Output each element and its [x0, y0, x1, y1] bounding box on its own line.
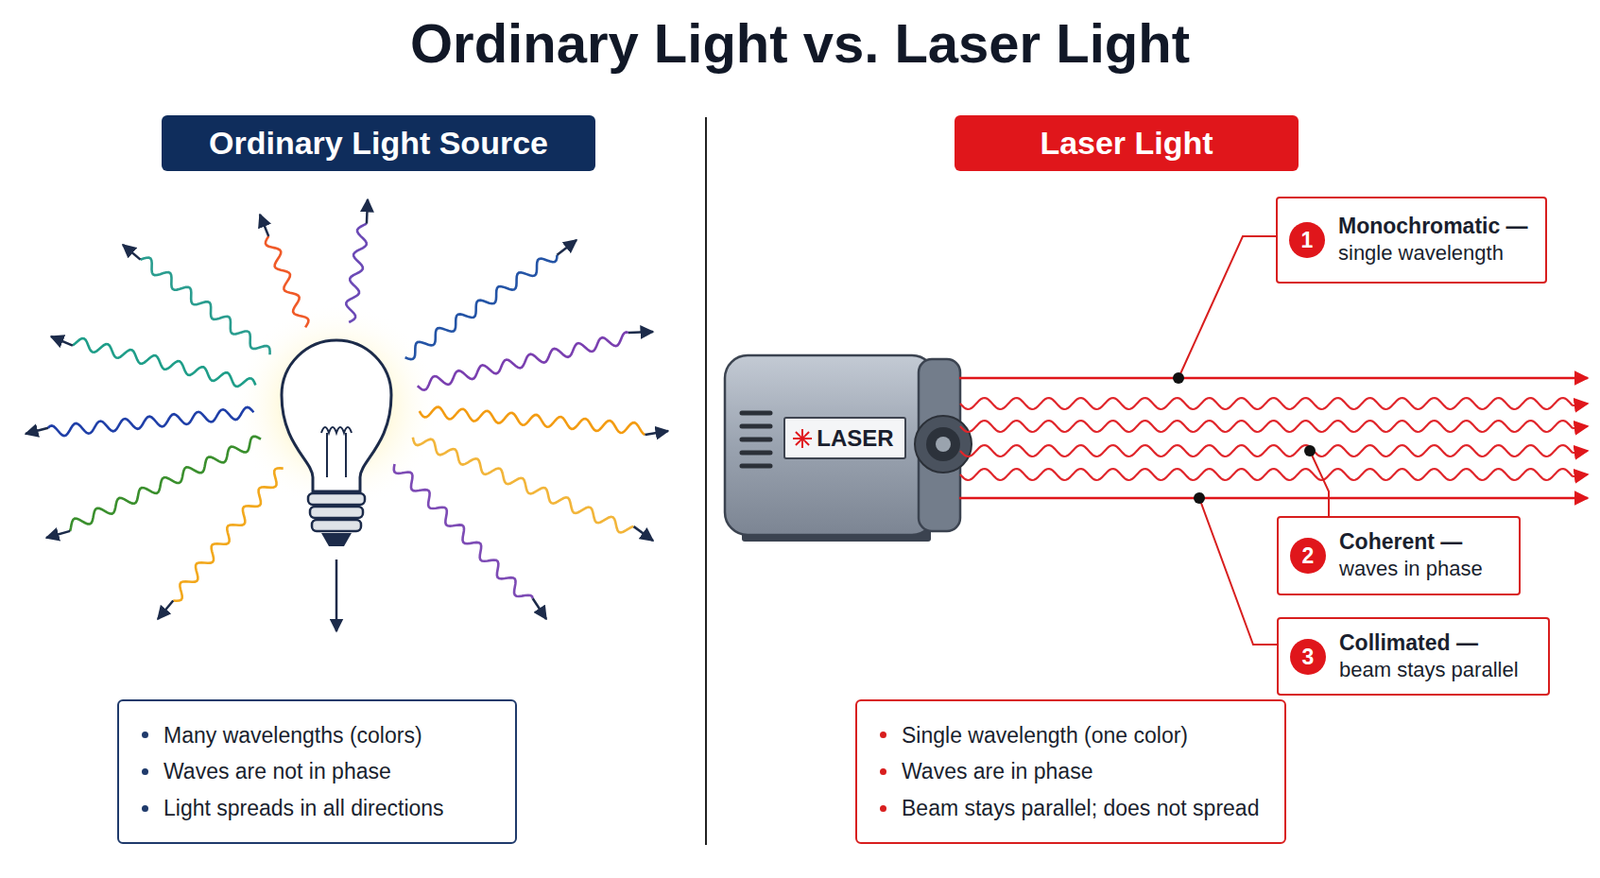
label-text: Ordinary Light Source [208, 124, 549, 162]
bullet-item: Many wavelengths (colors) [141, 717, 493, 755]
page-title: Ordinary Light vs. Laser Light [0, 11, 1600, 75]
ray-wave [345, 223, 367, 323]
ray-wave [394, 464, 534, 599]
laser-device [724, 355, 972, 542]
label-text: waves in phase [1339, 555, 1504, 584]
light-rays [25, 199, 669, 620]
label-text: Collimated — [1339, 629, 1533, 657]
callout-number-text: 1 [1301, 226, 1314, 255]
ray-arrow [122, 244, 141, 260]
callout-number: 1 [1289, 222, 1325, 259]
label-text: Laser Light [1039, 124, 1213, 162]
beam-wave [960, 397, 1573, 410]
beam-edge [959, 497, 1588, 500]
callout-box: Monochromatic —single wavelength 1 [1275, 196, 1548, 284]
light-bulb [232, 302, 441, 547]
laser-waves [960, 397, 1588, 481]
ray-wave [419, 407, 646, 435]
ray-arrow [259, 214, 269, 237]
bullet-item: Waves are not in phase [141, 753, 493, 791]
bullet-item: Beam stays parallel; does not spread [879, 790, 1262, 827]
ray-arrow [366, 199, 368, 224]
ray-wave [140, 258, 271, 356]
bullet-dot [141, 805, 149, 812]
ray-arrow [157, 600, 173, 620]
bullet-dot [879, 805, 887, 812]
ray-arrow [533, 598, 547, 620]
summary-box: Many wavelengths (colors)Waves are not i… [117, 699, 517, 844]
label-text: beam stays parallel [1339, 656, 1533, 685]
bullet-text: Waves are not in phase [163, 753, 392, 791]
label-text: LASER [816, 425, 894, 452]
beam-arrow [1572, 474, 1588, 477]
ray-wave [69, 436, 261, 532]
callout-box: Coherent —waves in phase 2 [1276, 516, 1521, 596]
ray-wave [72, 338, 257, 387]
callout-number-text: 2 [1302, 542, 1315, 570]
bullet-text: Single wavelength (one color) [901, 717, 1188, 755]
callout-box: Collimated —beam stays parallel 3 [1276, 617, 1550, 696]
label-text: Coherent — [1339, 528, 1504, 556]
leader-dots [1172, 372, 1316, 504]
ray-wave [405, 255, 558, 360]
label-text: single wavelength [1338, 240, 1531, 268]
beam-wave [960, 420, 1573, 432]
bullet-dot [879, 731, 887, 739]
beam-edge [959, 377, 1588, 380]
callout-number: 2 [1290, 537, 1326, 574]
beam-arrow [1572, 426, 1588, 429]
beam-arrow [1572, 403, 1588, 406]
label-text: Monochromatic — [1338, 212, 1531, 241]
ray-arrow [51, 336, 73, 346]
ray-wave [265, 236, 309, 327]
ray-arrow [634, 526, 654, 541]
bullet-item: Light spreads in all directions [141, 790, 493, 827]
ray-wave [172, 467, 283, 601]
bullet-item: Single wavelength (one color) [879, 717, 1262, 755]
ray-arrow [46, 531, 70, 538]
bullet-text: Beam stays parallel; does not spread [901, 790, 1259, 827]
callout-number: 3 [1290, 638, 1326, 675]
laser-symbol [791, 428, 813, 449]
section-header: Laser Light [954, 115, 1299, 172]
ray-arrow [556, 240, 577, 256]
device-label: LASER [783, 416, 907, 460]
beam-wave [960, 468, 1573, 481]
ray-wave [48, 407, 254, 436]
callout-number-text: 3 [1302, 643, 1315, 671]
ray-arrow [644, 430, 669, 435]
beam-arrow [1572, 450, 1588, 453]
bullet-dot [141, 768, 149, 775]
bullet-text: Waves are in phase [901, 753, 1093, 791]
summary-box: Single wavelength (one color)Waves are i… [855, 699, 1287, 844]
bullet-dot [141, 731, 149, 739]
section-header: Ordinary Light Source [161, 115, 596, 172]
bullet-text: Light spreads in all directions [163, 790, 445, 827]
ray-arrow [335, 559, 339, 632]
bullet-text: Many wavelengths (colors) [163, 717, 423, 755]
ray-arrow [628, 330, 654, 334]
bullet-item: Waves are in phase [879, 753, 1262, 791]
divider-line [705, 117, 707, 845]
ray-arrow [25, 428, 49, 434]
bullet-dot [879, 768, 887, 775]
beam-wave [960, 445, 1573, 457]
ray-wave [417, 331, 629, 390]
